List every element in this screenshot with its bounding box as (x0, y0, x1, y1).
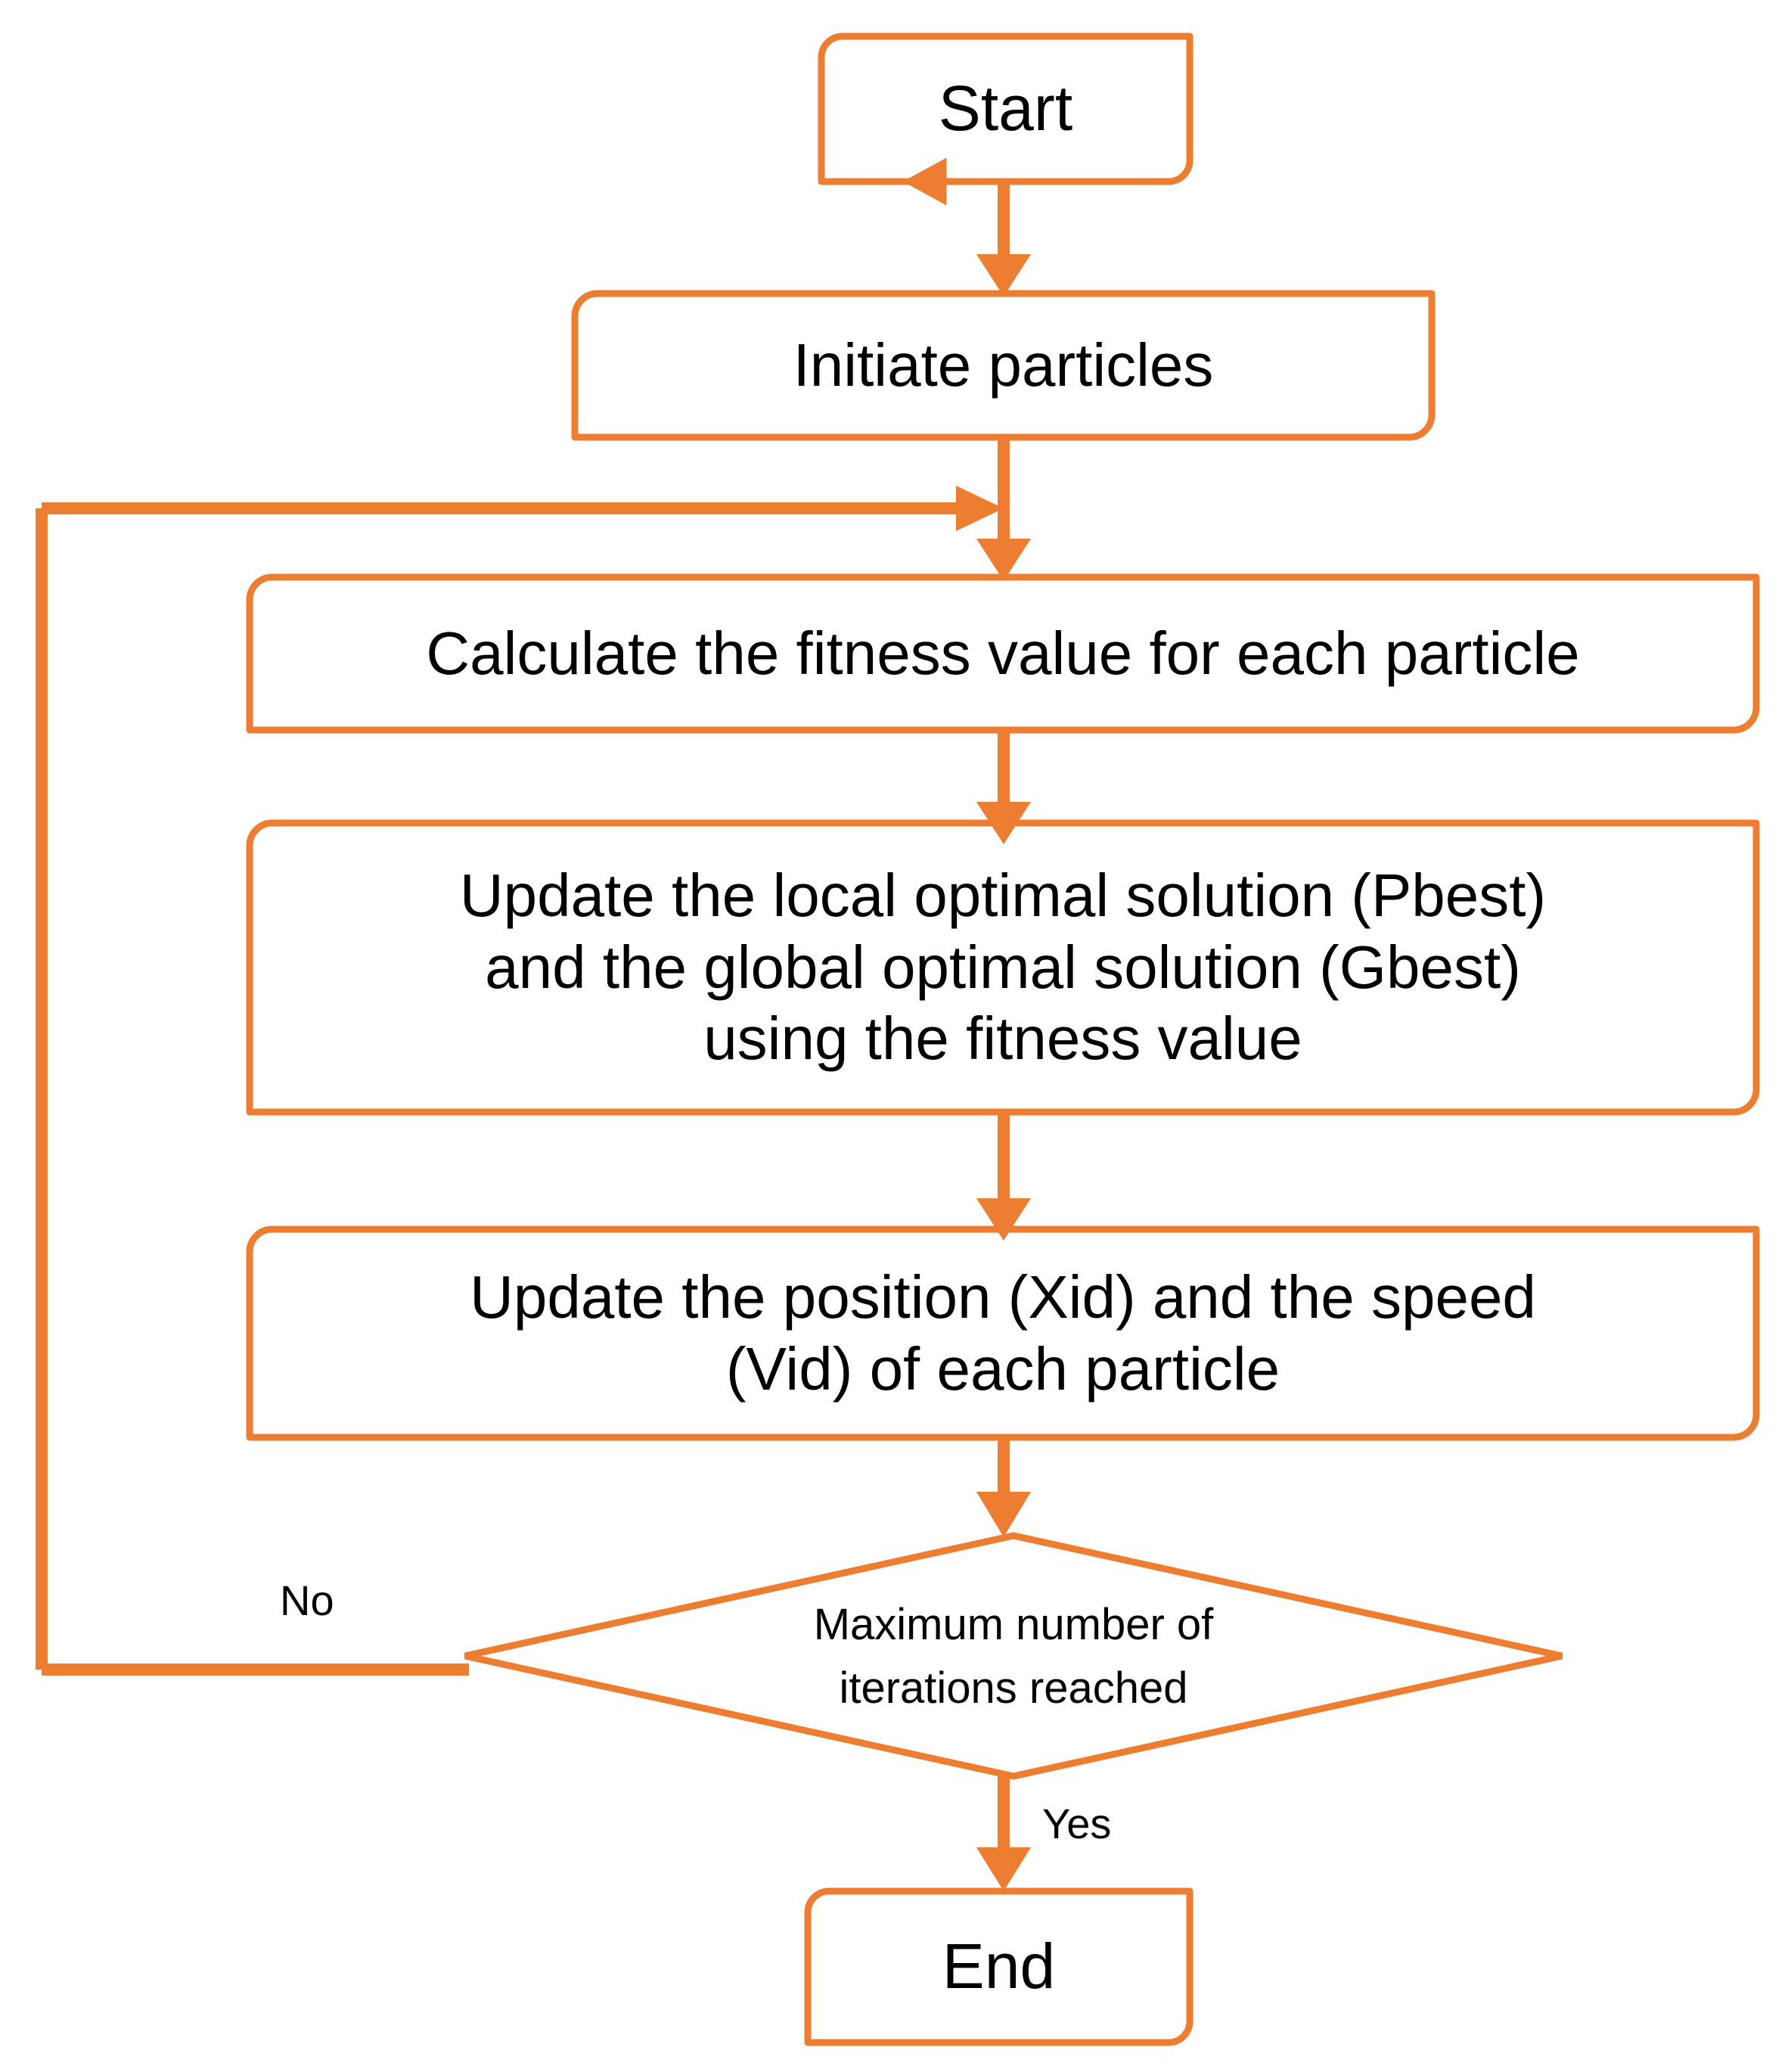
edge-no-loop-arrow (956, 486, 1004, 531)
node-decision-shape (464, 1532, 1563, 1780)
node-calculate-shape (246, 573, 1760, 734)
edge-initiate-to-calculate-arrow (976, 539, 1031, 581)
edge-start-to-initiate-arrow (976, 254, 1031, 297)
edge-calculate-to-updatebest-stem (998, 730, 1010, 806)
edge-initiate-to-calculate-stem (998, 437, 1010, 543)
node-start-shape (818, 33, 1193, 185)
node-updatepos-shape (246, 1225, 1760, 1441)
edge-no-loop-left (36, 508, 48, 1670)
edge-label-yes: Yes (1042, 1800, 1112, 1847)
node-updatebest-shape (246, 819, 1760, 1116)
edge-no-loop-top (42, 502, 961, 514)
node-end-shape (804, 1887, 1193, 2046)
node-initiate-shape (571, 290, 1436, 441)
edge-label-no: No (280, 1577, 334, 1624)
edge-updatepos-to-decision-stem (998, 1437, 1010, 1496)
edge-no-loop-bottom (42, 1664, 469, 1676)
edge-updatepos-to-decision-arrow (976, 1492, 1031, 1537)
edge-updatebest-to-updatepos-arrow (976, 1198, 1031, 1241)
edge-updatebest-to-updatepos-stem (998, 1112, 1010, 1203)
edge-decision-to-end-arrow (976, 1847, 1031, 1891)
edge-decision-to-end-stem (998, 1776, 1010, 1852)
edge-start-to-initiate-stem (998, 182, 1010, 257)
